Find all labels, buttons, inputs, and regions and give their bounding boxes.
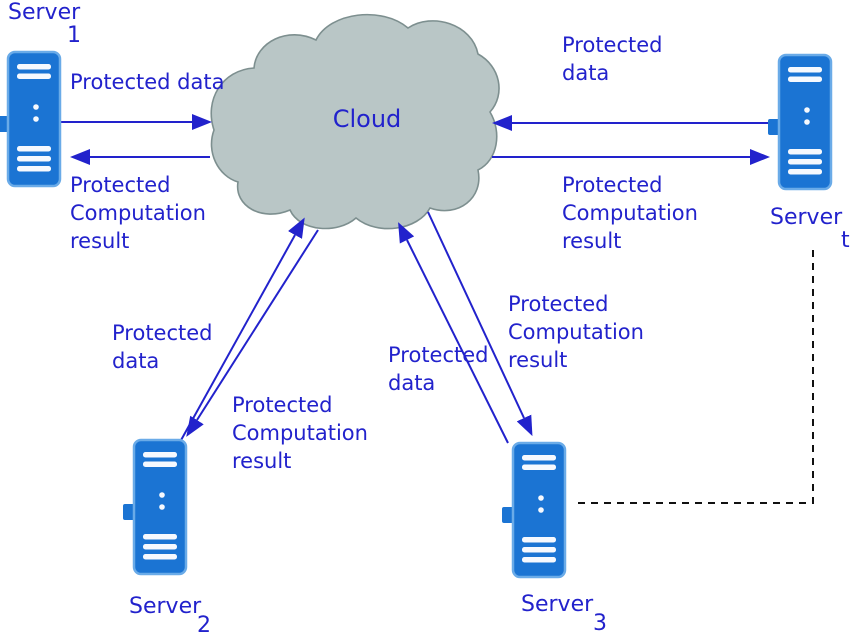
arrow-server3-to-cloud — [398, 222, 509, 444]
arrow-cloud-to-server3 — [427, 211, 533, 437]
arrow-cloud-to-server2 — [186, 229, 319, 437]
label-cloud-to-server1: Protected Computation result — [70, 173, 206, 253]
server-3-index: 3 — [593, 611, 607, 633]
flow-label-line: Computation — [562, 201, 698, 225]
label-servert-to-cloud: Protected data — [562, 33, 663, 85]
flow-label-line: Protected — [562, 33, 663, 57]
flow-label-line: Computation — [70, 201, 206, 225]
server-2-index: 2 — [197, 613, 211, 633]
flow-label-line: Protected — [232, 393, 333, 417]
flow-label-line: Protected — [508, 292, 609, 316]
server-3-icon — [500, 441, 567, 579]
flow-label-line: Protected data — [70, 70, 224, 94]
label-server3-to-cloud: Protected data — [388, 343, 489, 395]
flow-label-line: Protected — [112, 321, 213, 345]
flow-label-line: result — [562, 229, 621, 253]
server-2-name: Server — [129, 594, 202, 619]
label-cloud-to-servert: Protected Computation result — [562, 173, 698, 253]
server-1-name: Server — [8, 0, 81, 25]
server-1-index: 1 — [67, 23, 81, 48]
flow-label-line: Protected — [70, 173, 171, 197]
server-t-index: t — [841, 228, 850, 253]
server-1-icon — [0, 50, 62, 188]
server-t-label: Server t — [770, 205, 850, 253]
flow-label-line: result — [70, 229, 129, 253]
flow-label-line: Protected — [388, 343, 489, 367]
server-2-icon — [121, 438, 188, 576]
ellipsis-connector-servert-server3 — [575, 250, 814, 504]
server-2-label: Server 2 — [129, 594, 211, 633]
flow-label-line: data — [388, 371, 435, 395]
label-server2-to-cloud: Protected data — [112, 321, 213, 373]
cloud-node: Cloud — [210, 13, 500, 230]
label-server1-to-cloud: Protected data — [70, 70, 224, 94]
label-cloud-to-server3: Protected Computation result — [508, 292, 644, 372]
server-t-name: Server — [770, 205, 843, 230]
flow-label-line: result — [508, 348, 567, 372]
cloud-shape — [210, 13, 500, 230]
server-1-label: Server 1 — [8, 0, 81, 48]
flow-label-line: Computation — [232, 421, 368, 445]
cloud-label: Cloud — [333, 105, 402, 133]
flow-label-line: Computation — [508, 320, 644, 344]
server-t-icon — [766, 53, 833, 191]
flow-label-line: result — [232, 449, 291, 473]
flow-label-line: data — [112, 349, 159, 373]
flow-label-line: data — [562, 61, 609, 85]
server-3-label: Server 3 — [521, 592, 607, 633]
label-cloud-to-server2: Protected Computation result — [232, 393, 368, 473]
flow-label-line: Protected — [562, 173, 663, 197]
server-3-name: Server — [521, 592, 594, 617]
